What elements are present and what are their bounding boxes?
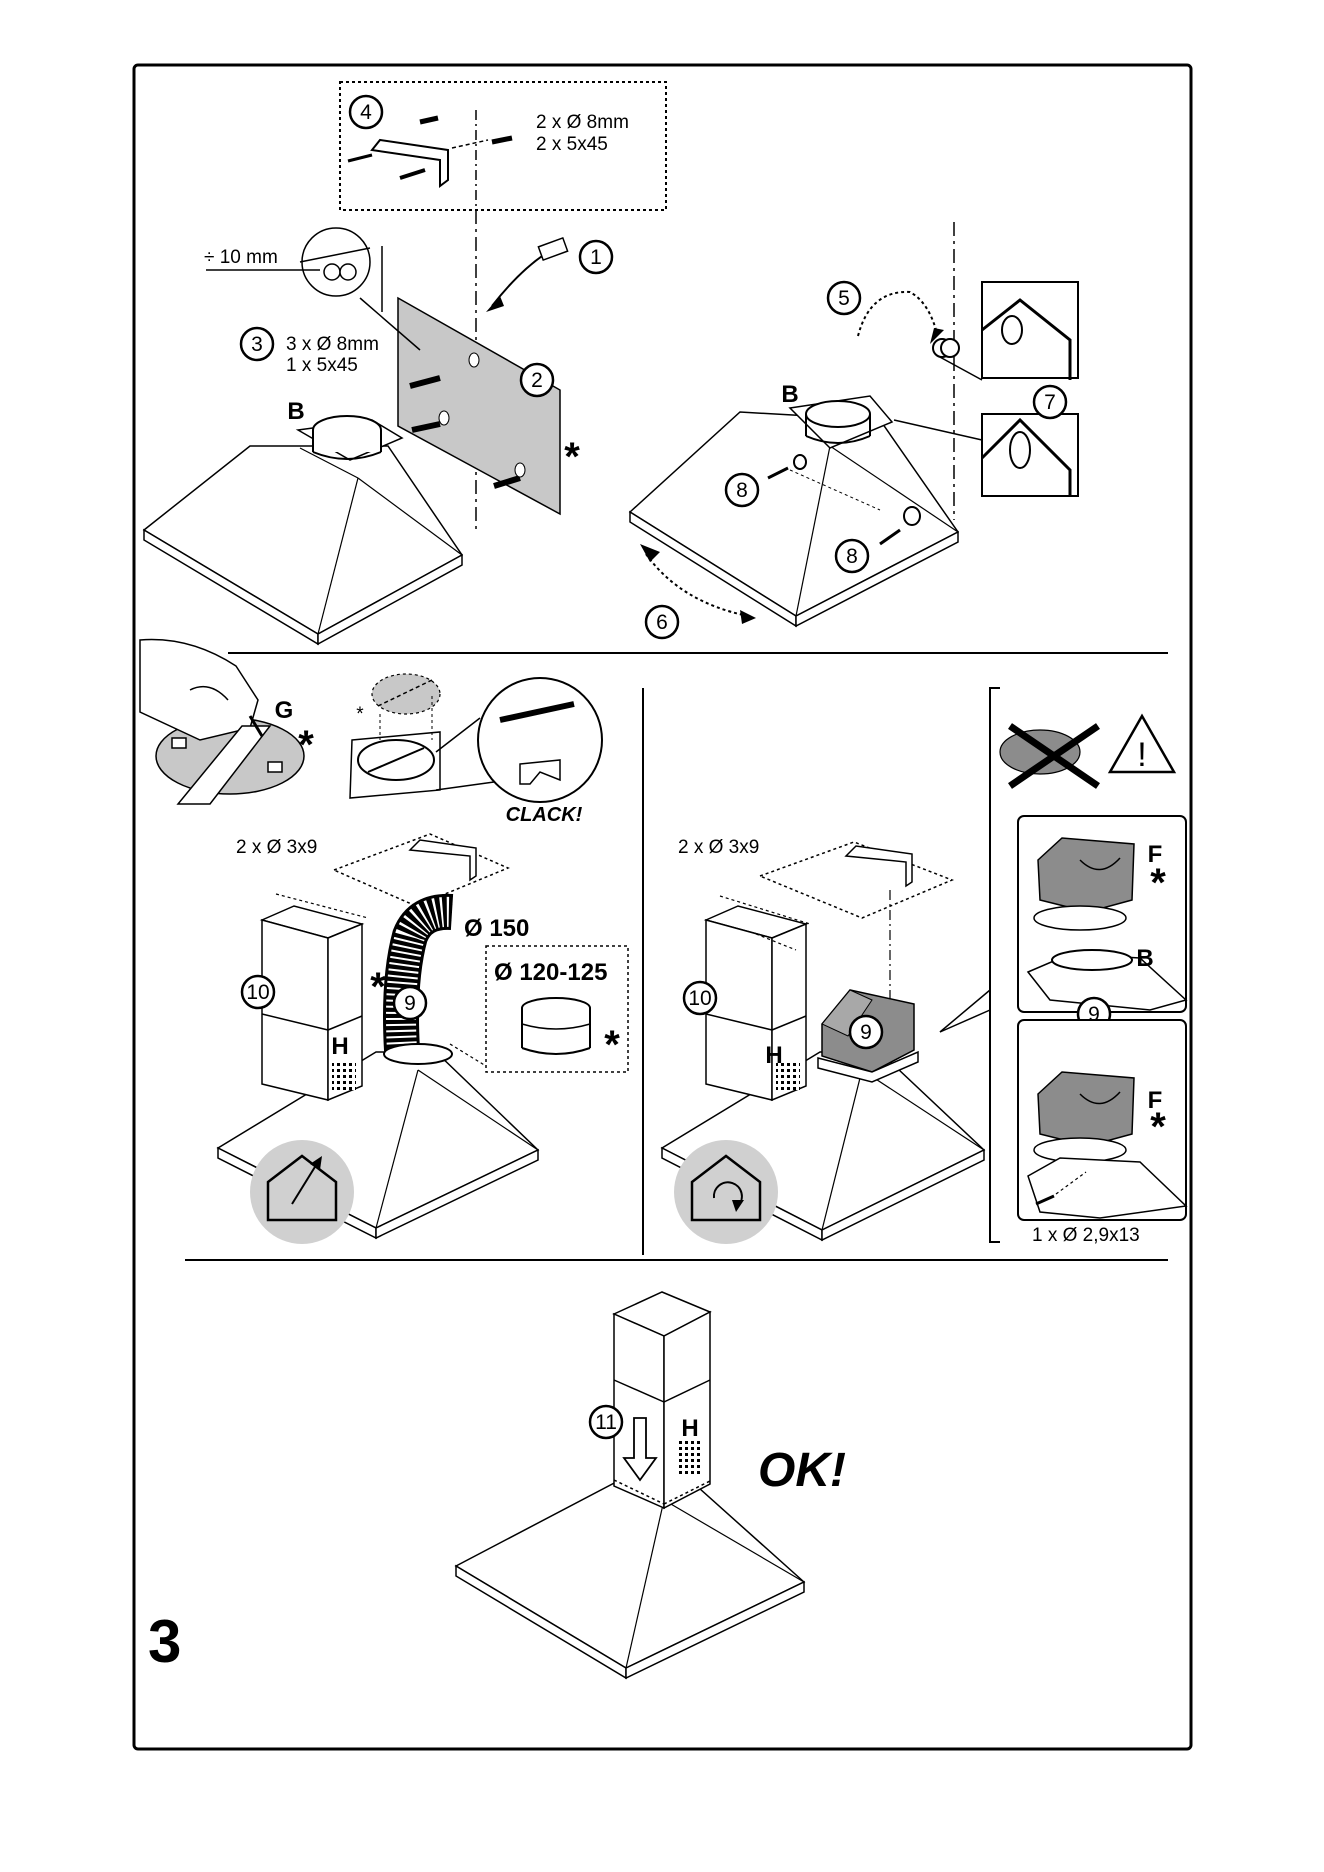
optional-asterisk: *: [564, 435, 580, 479]
part-b-label: B: [1136, 945, 1153, 972]
part-g-label: G: [275, 697, 294, 724]
optional-asterisk-small: *: [356, 704, 364, 725]
step-number: 1: [590, 246, 602, 269]
svg-text:!: !: [1137, 736, 1146, 774]
step4-bracket-panel: 4 2 x Ø 8mm 2 x 5x45: [340, 82, 666, 210]
step-number: 11: [595, 1411, 617, 1434]
step-number: 9: [404, 992, 416, 1015]
step4-spec-line2: 2 x 5x45: [536, 134, 608, 155]
step-number: 7: [1044, 391, 1056, 414]
step4-spec-line1: 2 x Ø 8mm: [536, 112, 629, 133]
step-number: 8: [736, 479, 748, 502]
part-b-label: B: [287, 398, 304, 425]
page-number: 3: [148, 1608, 181, 1675]
step-number: 8: [846, 545, 858, 568]
step-number: 10: [688, 987, 711, 1010]
part-h-label: H: [331, 1033, 348, 1060]
clearance-label: ÷ 10 mm: [204, 247, 278, 268]
part-h-label: H: [681, 1415, 698, 1442]
step-number: 10: [246, 981, 269, 1004]
recirculation-version: 2 x Ø 3x9 H 10 9: [662, 837, 984, 1244]
step-number: 2: [531, 369, 543, 392]
top-right-hanging-hood: 5 7 B 8 8: [630, 222, 1078, 638]
cutting-detail: G *: [140, 640, 314, 804]
exhaust-version: 2 x Ø 3x9 H 10 * 9 Ø 150 Ø 120-125: [218, 834, 628, 1244]
step-number: 5: [838, 287, 850, 310]
optional-asterisk: *: [604, 1023, 620, 1067]
step-number: 9: [860, 1021, 872, 1044]
step-number: 4: [360, 101, 372, 124]
filter-screw-spec: 1 x Ø 2,9x13: [1032, 1225, 1140, 1246]
step-number: 3: [251, 333, 263, 356]
step3-spec-line1: 3 x Ø 8mm: [286, 334, 379, 355]
screw-spec-right: 2 x Ø 3x9: [678, 837, 759, 858]
step3-spec-line2: 1 x 5x45: [286, 355, 358, 376]
duct-diameter-120-125: Ø 120-125: [494, 959, 607, 986]
ok-label: OK!: [758, 1444, 846, 1497]
optional-asterisk: *: [298, 723, 314, 767]
optional-asterisk: *: [1150, 1105, 1166, 1149]
warning-triangle-icon: !: [1110, 716, 1174, 774]
final-assembly: H 11 OK!: [456, 1292, 846, 1678]
flap-clack-detail: * CLACK!: [350, 674, 602, 826]
step-number: 6: [656, 611, 668, 634]
clack-label: CLACK!: [506, 804, 583, 826]
optional-asterisk: *: [1150, 861, 1166, 905]
screw-spec-left: 2 x Ø 3x9: [236, 837, 317, 858]
part-b-label: B: [781, 381, 798, 408]
part-h-label: H: [765, 1042, 782, 1069]
duct-diameter-150: Ø 150: [464, 915, 529, 942]
house-recirculation-icon: [674, 1140, 778, 1244]
top-left-wall-marking: 1 2 * ÷ 10 mm 3 3 x Ø 8mm 1 x 5x45 B: [144, 210, 612, 644]
house-exhaust-arrow-icon: [250, 1140, 354, 1244]
